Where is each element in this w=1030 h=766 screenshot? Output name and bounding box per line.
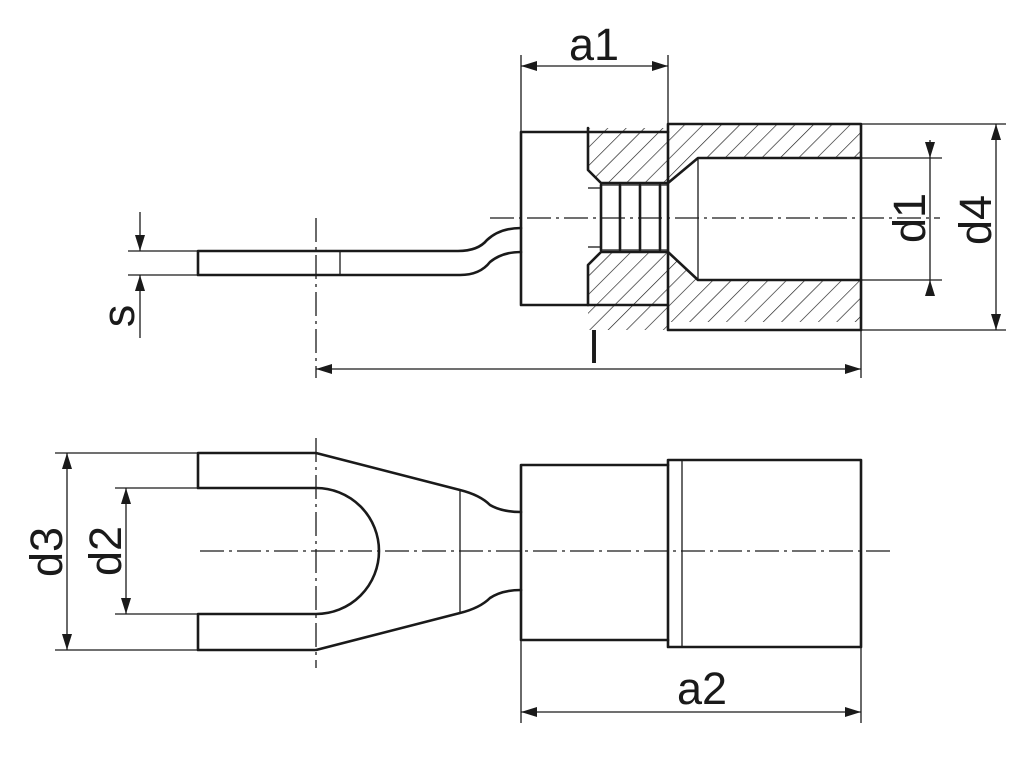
label-d2: d2 [80,526,131,576]
dimension-d3 [55,452,198,651]
label-a1: a1 [569,19,619,70]
label-d4: d4 [950,195,1001,245]
sleeve-inner-bore [586,126,863,307]
tongue-side [196,226,523,277]
spade-fork-outline [196,451,523,652]
dimension-l [316,330,862,378]
sleeve-top-outline [519,458,863,649]
side-section-view: a1 l s d1 [93,19,1006,378]
dimension-a2 [520,640,862,723]
label-d1: d1 [884,193,935,243]
dimension-d4 [861,123,1006,331]
top-plan-view: d3 d2 a2 [21,438,890,723]
dimension-a1 [520,55,669,132]
label-l: l [589,322,599,373]
dimension-d2 [115,487,316,615]
dimension-d1 [861,140,942,296]
label-s: s [93,305,144,328]
label-a2: a2 [677,663,727,714]
dimension-s [128,212,198,338]
label-d3: d3 [21,527,72,577]
